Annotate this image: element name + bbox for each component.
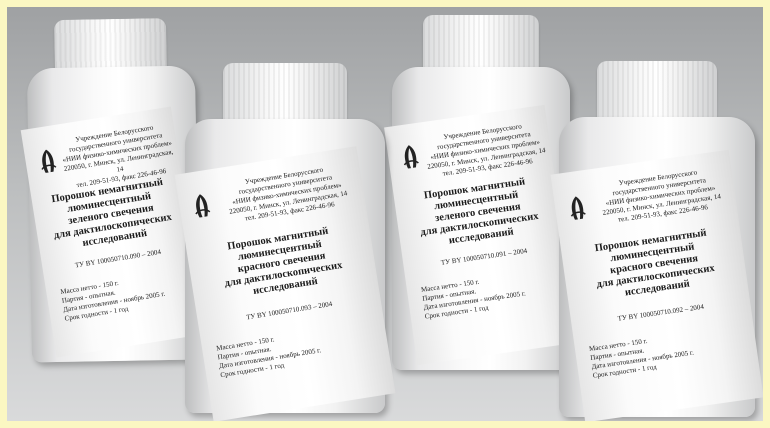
- product-title: Порошок немагнитный люминесцентный красн…: [594, 227, 716, 299]
- product-photo: Учреждение Белорусского государственного…: [7, 7, 763, 421]
- bottle-cap: [423, 15, 539, 75]
- bottle-body: Учреждение Белорусского государственного…: [20, 65, 207, 363]
- bottle-1: Учреждение Белорусского государственного…: [20, 18, 207, 363]
- product-meta: Масса нетто - 150 г. Партия - опытная. Д…: [215, 335, 322, 380]
- product-meta: Масса нетто - 150 г. Партия - опытная. Д…: [420, 277, 527, 321]
- institute-logo-icon: [195, 194, 211, 218]
- product-meta: Масса нетто - 150 г. Партия - опытная. Д…: [588, 336, 695, 380]
- product-meta: Масса нетто - 150 г. Партия - опытная. Д…: [59, 278, 166, 323]
- bottle-label: Учреждение Белорусского государственного…: [20, 106, 207, 358]
- institute-logo-icon: [403, 145, 419, 169]
- bottle-cap: [223, 63, 347, 127]
- org-info: Учреждение Белорусского государственного…: [426, 122, 547, 178]
- bottle-label: Учреждение Белорусского государственного…: [174, 146, 396, 421]
- bottle-2: Учреждение Белорусского государственного…: [174, 63, 396, 421]
- bottle-body: Учреждение Белорусского государственного…: [174, 119, 396, 421]
- product-title: Порошок магнитный люминесцентный зеленог…: [419, 176, 540, 247]
- bottle-3: Учреждение Белорусского государственного…: [384, 15, 578, 370]
- bottle-label: Учреждение Белорусского государственного…: [550, 149, 763, 421]
- bottle-body: Учреждение Белорусского государственного…: [384, 67, 578, 370]
- product-title: Порошок немагнитный люминесцентный зелен…: [50, 176, 173, 249]
- bottle-body: Учреждение Белорусского государственного…: [550, 117, 763, 421]
- org-info: Учреждение Белорусского государственного…: [228, 165, 348, 223]
- bottle-4: Учреждение Белорусского государственного…: [550, 61, 763, 421]
- institute-logo-icon: [570, 196, 586, 220]
- bottle-cap: [597, 61, 717, 125]
- institute-logo-icon: [41, 149, 57, 173]
- product-title: Порошок магнитный люминесцентный красног…: [223, 225, 344, 297]
- bottle-label: Учреждение Белорусского государственного…: [384, 104, 578, 366]
- org-info: Учреждение Белорусского государственного…: [602, 168, 722, 224]
